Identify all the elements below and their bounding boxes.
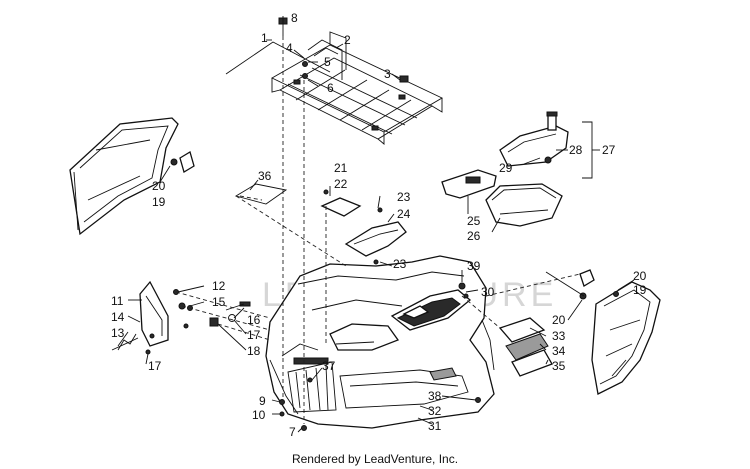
callout-20-mid: 20 <box>552 313 566 327</box>
callout-labels: 8 1 2 4 5 3 6 27 28 29 20 19 36 21 22 23… <box>111 11 647 439</box>
callout-36: 36 <box>258 169 272 183</box>
callout-28: 28 <box>569 143 583 157</box>
callout-16: 16 <box>247 313 261 327</box>
front-rack <box>271 31 443 145</box>
callout-1: 1 <box>261 31 268 45</box>
callout-30: 30 <box>481 285 495 299</box>
callout-19-left: 19 <box>152 195 166 209</box>
callout-20-right: 20 <box>633 269 647 283</box>
storage-lid-27 <box>499 111 569 167</box>
storage-box-26 <box>485 183 563 227</box>
callout-6: 6 <box>327 81 334 95</box>
nut-3 <box>399 75 409 83</box>
callout-7: 7 <box>289 425 296 439</box>
callout-27: 27 <box>602 143 616 157</box>
footer-credit: Rendered by LeadVenture, Inc. <box>292 452 458 466</box>
callout-37: 37 <box>322 359 336 373</box>
callout-9: 9 <box>259 394 266 408</box>
decal-33-35 <box>498 317 553 377</box>
callout-12: 12 <box>212 279 226 293</box>
callout-24: 24 <box>397 207 411 221</box>
front-fender-body <box>265 255 495 429</box>
callout-34: 34 <box>552 344 566 358</box>
callout-5: 5 <box>324 55 331 69</box>
callout-21: 21 <box>334 161 348 175</box>
callout-26: 26 <box>467 229 481 243</box>
callout-15: 15 <box>212 295 226 309</box>
callout-29: 29 <box>499 161 513 175</box>
left-side-panel <box>69 117 195 236</box>
callout-3: 3 <box>384 67 391 81</box>
callout-39: 39 <box>467 259 481 273</box>
callout-11: 11 <box>111 294 124 308</box>
callout-23-bottom: 23 <box>393 257 407 271</box>
callout-25: 25 <box>467 214 481 228</box>
callout-17-upper: 17 <box>247 328 261 342</box>
right-side-panel <box>579 269 661 395</box>
callout-14: 14 <box>111 310 125 324</box>
decal-36 <box>234 183 288 205</box>
callout-31: 31 <box>428 419 442 433</box>
callout-19-right: 19 <box>633 283 647 297</box>
callout-8: 8 <box>291 11 298 25</box>
plate-21-22 <box>320 189 362 217</box>
callout-2: 2 <box>344 33 351 47</box>
callout-10: 10 <box>252 408 266 422</box>
callout-22: 22 <box>334 177 348 191</box>
callout-13: 13 <box>111 326 125 340</box>
leader-lines <box>117 16 635 433</box>
callout-32: 32 <box>428 404 442 418</box>
callout-38: 38 <box>428 389 442 403</box>
callout-33: 33 <box>552 329 566 343</box>
callout-23-top: 23 <box>397 190 411 204</box>
reflector-assembly-11 <box>111 280 169 351</box>
callout-20-left: 20 <box>152 179 166 193</box>
callout-18: 18 <box>247 344 261 358</box>
fastener-4-5 <box>302 61 308 79</box>
storage-cover-25 <box>441 169 497 199</box>
callout-35: 35 <box>552 359 566 373</box>
bracket-24 <box>344 207 407 265</box>
callout-17-lower: 17 <box>148 359 162 373</box>
callout-4: 4 <box>286 41 293 55</box>
